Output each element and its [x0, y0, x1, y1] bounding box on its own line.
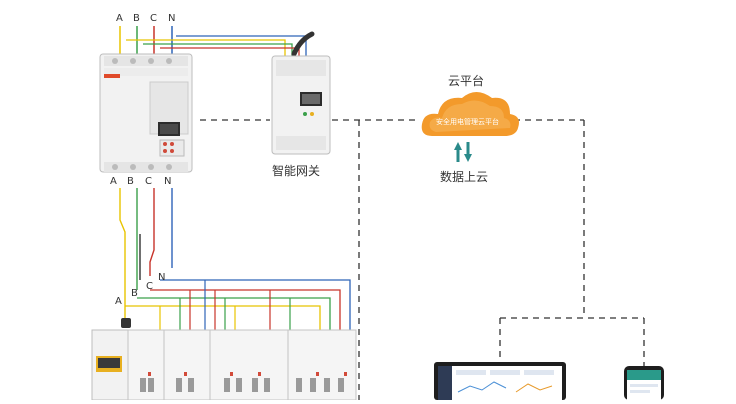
branch-label-n: N — [158, 272, 166, 283]
phase-label-a-top: A — [116, 13, 123, 24]
incoming-wires — [119, 26, 307, 58]
branch-label-a: A — [115, 296, 122, 307]
phase-label-b-top: B — [133, 13, 140, 24]
branch-label-c: C — [146, 281, 153, 292]
branch-breakers — [91, 329, 357, 401]
phase-label-n-top: N — [168, 13, 176, 24]
laptop-icon — [434, 362, 566, 400]
phase-label-c-top: C — [150, 13, 157, 24]
gateway-label: 智能网关 — [272, 164, 321, 178]
cloud-shape — [421, 92, 519, 136]
comm-lines — [200, 119, 645, 400]
cloud-inner-label: 安全用电管理云平台 — [436, 118, 499, 126]
feeder-wires — [119, 188, 351, 330]
phase-label-n-breaker: N — [164, 176, 172, 187]
phase-label-b-breaker: B — [127, 176, 134, 187]
main-breaker — [99, 53, 193, 173]
cloud-title: 云平台 — [448, 74, 485, 88]
phase-label-a-breaker: A — [110, 176, 117, 187]
phase-label-c-breaker: C — [145, 176, 152, 187]
branch-label-b: B — [131, 288, 138, 299]
gateway-device — [271, 31, 331, 155]
upload-label: 数据上云 — [440, 170, 489, 184]
sync-arrows-icon — [454, 142, 472, 162]
phone-icon — [624, 366, 664, 400]
